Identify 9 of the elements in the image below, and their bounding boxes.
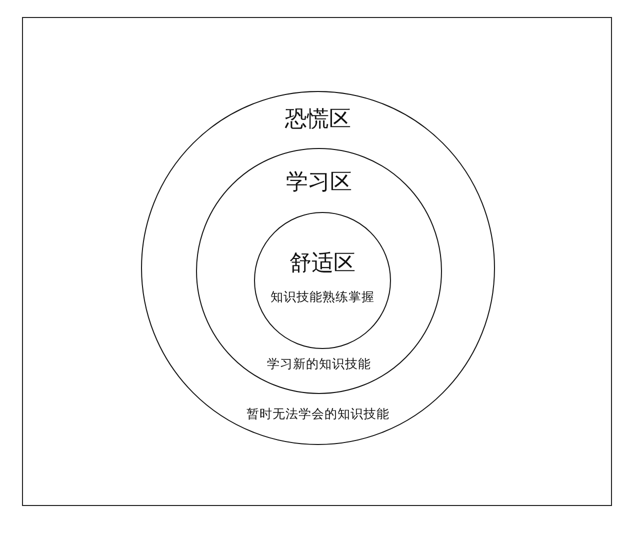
panic-zone-circle <box>141 91 495 445</box>
zone-description: 学习新的知识技能 <box>267 356 371 371</box>
zone-description: 知识技能熟练掌握 <box>270 289 374 304</box>
zone-description: 暂时无法学会的知识技能 <box>246 406 390 421</box>
learning-zone-circle <box>196 148 442 394</box>
comfort-zone-circle <box>254 212 391 349</box>
zone-title: 恐慌区 <box>285 107 351 134</box>
zone-title: 学习区 <box>286 170 352 196</box>
zone-title: 舒适区 <box>290 251 356 278</box>
